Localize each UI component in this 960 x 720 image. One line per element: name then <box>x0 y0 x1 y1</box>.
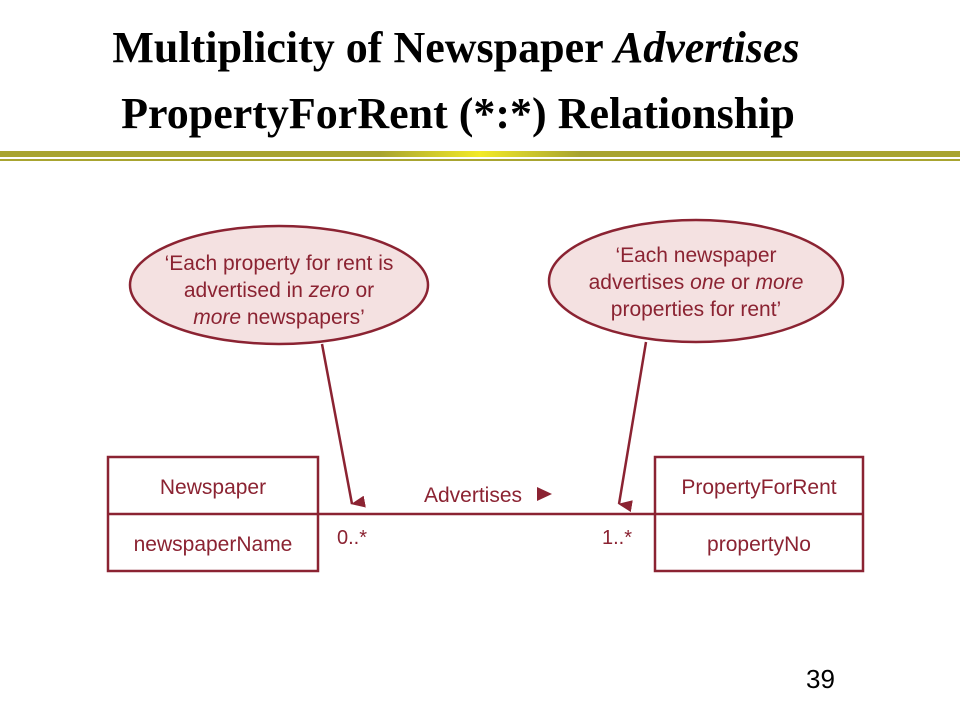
left-constraint-note: ‘Each property for rent is advertised in… <box>128 224 430 346</box>
right-note-ellipse <box>547 218 845 344</box>
newspaper-attribute: newspaperName <box>134 533 293 556</box>
right-constraint-note: ‘Each newspaper advertises one or more p… <box>547 218 845 344</box>
left-note-line-1: ‘Each property for rent is <box>165 252 394 275</box>
newspaper-class-name: Newspaper <box>160 476 266 499</box>
title-text: Multiplicity of Newspaper <box>112 23 614 72</box>
slide-title-line-1: Multiplicity of Newspaper Advertises <box>0 26 936 70</box>
propertyforrent-class-name: PropertyForRent <box>681 476 836 499</box>
right-note-line-2: advertises one or more <box>589 271 804 294</box>
title-divider-thin <box>0 159 960 161</box>
right-note-pointer-arrow <box>617 341 648 513</box>
slide-page-number: 39 <box>806 664 835 694</box>
propertyforrent-attribute: propertyNo <box>707 533 811 556</box>
left-note-pointer-arrow <box>320 343 366 508</box>
association-direction-icon <box>537 487 552 501</box>
title-italic-text: Advertises <box>613 23 800 72</box>
left-note-line-2: advertised in zero or <box>184 279 374 302</box>
slide-title-line-2: PropertyForRent (*:*) Relationship <box>121 89 795 138</box>
association-label: Advertises <box>424 484 522 507</box>
right-multiplicity: 1..* <box>602 527 632 549</box>
title-divider-highlight <box>380 151 580 157</box>
right-note-line-1: ‘Each newspaper <box>615 244 776 267</box>
newspaper-class-box: Newspaper newspaperName <box>106 455 320 573</box>
right-note-line-3: properties for rent’ <box>611 298 781 321</box>
left-note-line-3: more newspapers’ <box>193 306 365 329</box>
propertyforrent-class-box: PropertyForRent propertyNo <box>653 455 865 573</box>
left-multiplicity: 0..* <box>337 527 367 549</box>
left-note-ellipse <box>128 224 430 346</box>
